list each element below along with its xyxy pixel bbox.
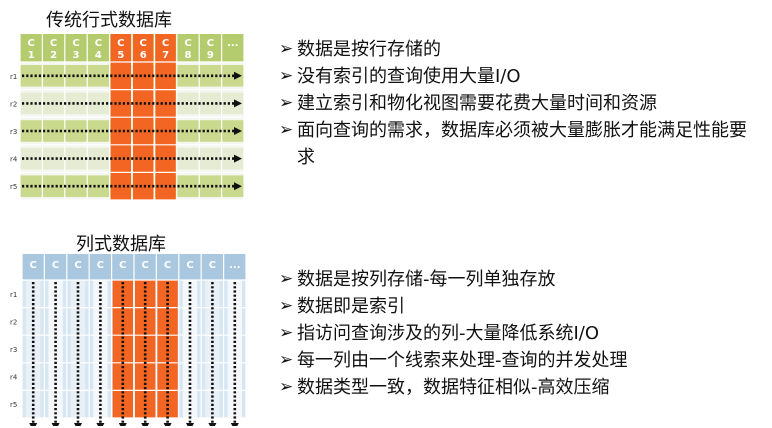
arrow-head-icon	[234, 154, 242, 163]
column-header-label: ...	[227, 38, 238, 49]
arrow-head-icon	[74, 423, 82, 426]
column-header-label: C	[142, 260, 149, 271]
column-header-label: C	[30, 260, 37, 271]
row-label: r2	[10, 100, 17, 108]
bullet-text: 指访问查询涉及的列-大量降低系统I/O	[297, 323, 600, 344]
column-number-label: 7	[162, 50, 169, 61]
column-header-label: ...	[229, 260, 240, 271]
column-number-label: 9	[207, 50, 214, 61]
column-stripe	[26, 280, 41, 418]
row-store-bullets: ➢数据是按行存储的➢没有索引的查询使用大量I/O➢建立索引和物化视图需要花费大量…	[279, 36, 759, 171]
arrow-bullet-icon: ➢	[279, 120, 294, 140]
column-store-title: 列式数据库	[76, 234, 166, 255]
arrow-head-icon	[234, 99, 242, 108]
column-header-label: C	[140, 38, 147, 49]
arrow-head-icon	[29, 423, 38, 426]
bullet-item: ➢数据类型一致，数据特征相似-高效压缩	[279, 374, 759, 401]
column-number-label: 6	[140, 50, 147, 61]
arrow-bullet-icon: ➢	[279, 66, 294, 86]
row-label: r5	[10, 401, 17, 409]
bullet-text: 每一列由一个线索来处理-查询的并发处理	[297, 350, 628, 371]
arrow-head-icon	[186, 423, 194, 426]
row-label: r3	[10, 346, 17, 354]
arrow-head-icon	[230, 423, 239, 426]
column-stripe	[227, 280, 242, 418]
column-stripe	[205, 280, 220, 418]
column-number-label: 5	[117, 50, 124, 61]
column-header-label: C	[74, 260, 81, 271]
arrow-bullet-icon: ➢	[279, 39, 294, 59]
column-header-label: C	[186, 260, 193, 271]
arrow-head-icon	[234, 71, 242, 80]
arrow-bullet-icon: ➢	[279, 93, 294, 113]
arrow-head-icon	[163, 423, 172, 426]
column-header-label: C	[117, 38, 124, 49]
bullet-text: 数据类型一致，数据特征相似-高效压缩	[297, 377, 610, 398]
bullet-text: 建立索引和物化视图需要花费大量时间和资源	[297, 93, 657, 114]
column-header-label: C	[164, 260, 171, 271]
bullet-item: ➢数据即是索引	[279, 293, 759, 320]
column-store-bullets: ➢数据是按列存储-每一列单独存放➢数据即是索引➢指访问查询涉及的列-大量降低系统…	[279, 266, 759, 401]
bullet-item: ➢指访问查询涉及的列-大量降低系统I/O	[279, 320, 759, 347]
column-header-label: C	[209, 260, 216, 271]
row-label: r4	[10, 374, 18, 382]
column-header-label: C	[72, 38, 79, 49]
highlight-column	[135, 280, 156, 418]
arrow-head-icon	[118, 423, 127, 426]
row-label: r3	[10, 128, 17, 136]
bullet-item: ➢建立索引和物化视图需要花费大量时间和资源	[279, 90, 759, 117]
bullet-text: 数据是按行存储的	[297, 39, 441, 60]
column-header-label: C	[95, 38, 102, 49]
arrow-bullet-icon: ➢	[279, 350, 294, 370]
column-header-label: C	[52, 260, 59, 271]
column-stripe	[93, 280, 108, 418]
column-stripe	[182, 280, 198, 418]
column-stripe	[48, 280, 63, 418]
bullet-text: 数据是按列存储-每一列单独存放	[297, 269, 556, 290]
column-header-label: C	[184, 38, 191, 49]
arrow-bullet-icon: ➢	[279, 296, 294, 316]
column-number-label: 1	[28, 50, 35, 61]
column-store-grid: C C C C C C C C C... r1 r2 r3 r4 r5	[10, 254, 246, 426]
bullet-item: ➢每一列由一个线索来处理-查询的并发处理	[279, 347, 759, 374]
column-header-label: C	[207, 38, 214, 49]
arrow-head-icon	[234, 182, 242, 191]
row-label: r1	[10, 291, 17, 299]
bullet-item: ➢数据是按行存储的	[279, 36, 759, 63]
highlight-column	[112, 280, 133, 418]
arrow-head-icon	[234, 127, 242, 135]
arrow-head-icon	[96, 423, 105, 426]
bullet-text: 面向查询的需求，数据库必须被大量膨胀才能满足性能要求	[297, 120, 747, 168]
column-header-label: C	[28, 38, 35, 49]
arrow-bullet-icon: ➢	[279, 323, 294, 343]
column-header-label: C	[162, 38, 169, 49]
row-store-title: 传统行式数据库	[46, 10, 172, 31]
arrow-head-icon	[51, 423, 60, 426]
column-header-label: C	[97, 260, 104, 271]
bullet-text: 数据即是索引	[297, 296, 405, 317]
column-number-label: 8	[185, 50, 192, 61]
row-label: r1	[10, 73, 17, 81]
arrow-bullet-icon: ➢	[279, 269, 294, 289]
bullet-item: ➢数据是按列存储-每一列单独存放	[279, 266, 759, 293]
arrow-head-icon	[141, 423, 150, 426]
row-label: r4	[10, 156, 18, 164]
arrow-bullet-icon: ➢	[279, 377, 294, 397]
column-header-label: C	[50, 38, 57, 49]
column-number-label: 4	[95, 50, 102, 61]
column-header-label: C	[119, 260, 126, 271]
column-number-label: 3	[73, 50, 80, 61]
column-number-label: 2	[50, 50, 57, 61]
bullet-item: ➢没有索引的查询使用大量I/O	[279, 63, 759, 90]
bullet-item: ➢面向查询的需求，数据库必须被大量膨胀才能满足性能要求	[279, 117, 759, 171]
row-label: r2	[10, 318, 17, 326]
highlight-column	[157, 280, 178, 418]
row-label: r5	[10, 183, 17, 191]
bullet-text: 没有索引的查询使用大量I/O	[297, 66, 521, 87]
column-stripe	[70, 280, 86, 418]
arrow-head-icon	[208, 423, 217, 426]
